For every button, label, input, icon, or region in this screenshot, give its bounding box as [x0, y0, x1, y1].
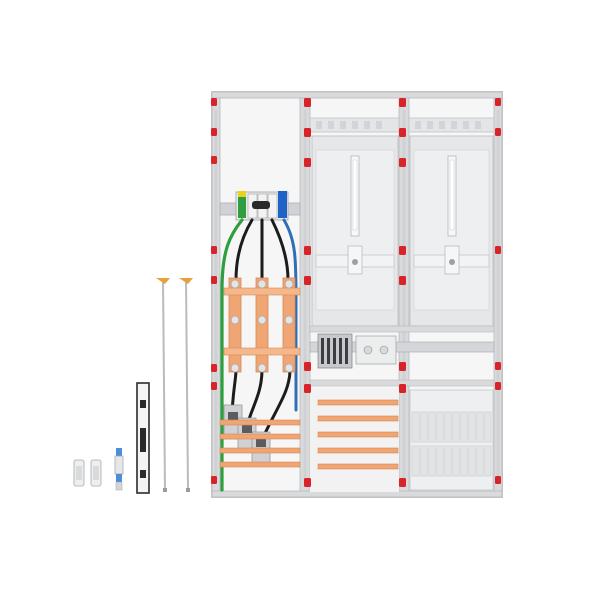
main-terminal-block	[235, 191, 289, 221]
cable-black-1	[234, 218, 254, 282]
cable-blue	[282, 218, 298, 412]
meter-field-2	[409, 135, 494, 327]
red-mounting-clips	[211, 98, 501, 487]
distribution-column	[219, 191, 301, 492]
rail-perforations	[214, 110, 500, 482]
middle-din-rail	[309, 341, 495, 353]
rail-top	[211, 91, 503, 99]
rod-1	[156, 278, 170, 492]
fuse-1	[73, 459, 85, 487]
blue-connector	[114, 448, 124, 491]
terminal-screw-dark	[252, 201, 270, 209]
cable-black-3	[270, 218, 290, 282]
middle-terminal-row	[317, 333, 397, 369]
bracket-strip	[136, 382, 150, 494]
loose-accessories	[73, 278, 193, 494]
lower-left-busbars	[219, 419, 301, 468]
lower-right-cover	[409, 389, 494, 491]
lower-center-busbars	[310, 388, 399, 492]
meter-fields	[309, 117, 495, 492]
terminal-green	[238, 196, 246, 218]
meter-field-1	[311, 135, 399, 327]
terminal-blue	[278, 196, 287, 218]
rod-2	[179, 278, 193, 492]
vertical-busbars	[223, 277, 301, 373]
terminal-yellow-cap	[238, 191, 246, 197]
cable-green	[220, 218, 244, 492]
fuse-2	[90, 459, 102, 487]
